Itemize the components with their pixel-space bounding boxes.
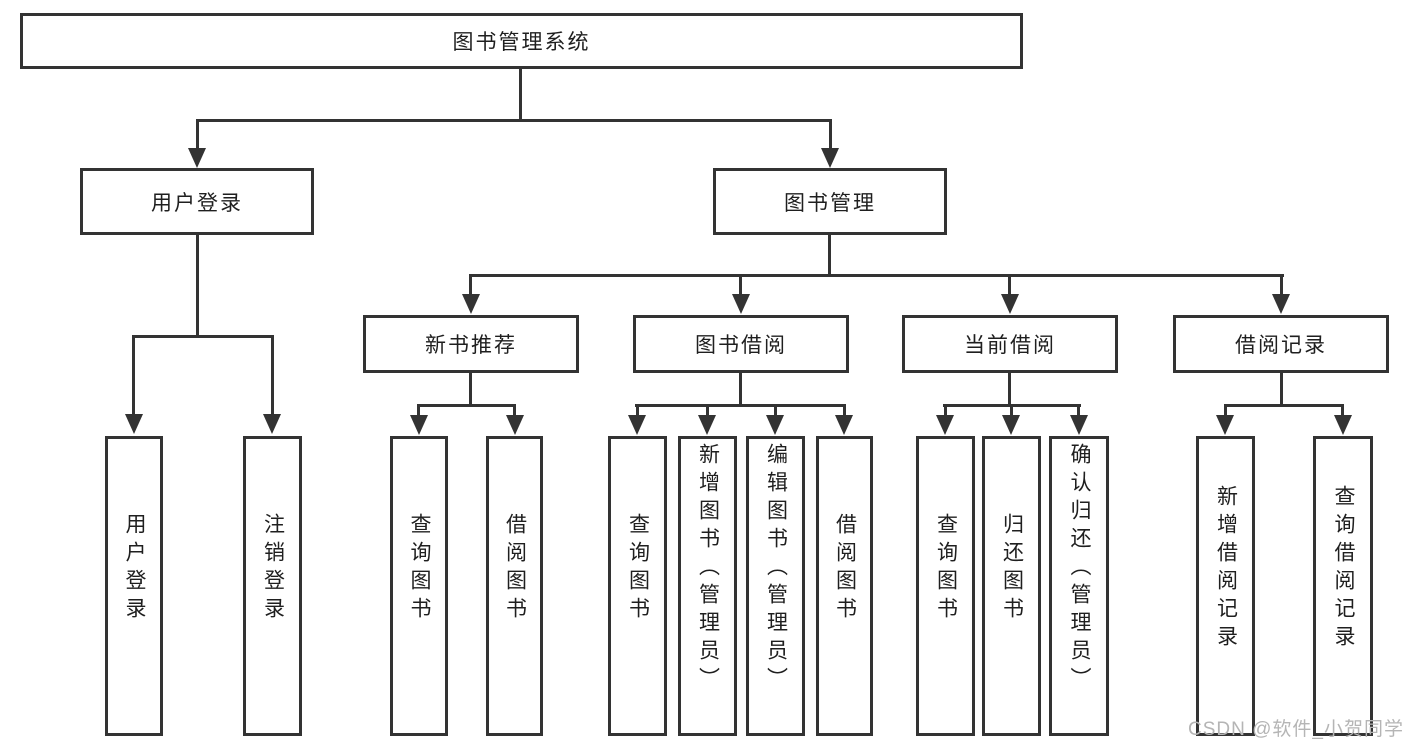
connector-line: [469, 274, 472, 296]
connector-line: [417, 404, 516, 407]
connector-line: [636, 404, 639, 417]
connector-line: [706, 404, 709, 417]
connector-line: [1280, 274, 1283, 296]
arrow-down-icon: [462, 294, 480, 314]
node-current-borrowing: 当前借阅: [902, 315, 1118, 373]
connector-line: [739, 373, 742, 406]
connector-line: [1010, 404, 1013, 417]
connector-line: [1008, 373, 1011, 406]
connector-line: [1341, 404, 1344, 417]
connector-line: [470, 274, 1284, 277]
node-book-borrowing: 图书借阅: [633, 315, 849, 373]
arrow-down-icon: [732, 294, 750, 314]
connector-line: [635, 404, 846, 407]
arrow-down-icon: [766, 415, 784, 435]
arrow-down-icon: [936, 415, 954, 435]
connector-line: [132, 335, 274, 338]
connector-line: [843, 404, 846, 417]
connector-line: [417, 404, 420, 417]
leaf-cb-query-books: 查询图书: [916, 436, 975, 736]
arrow-down-icon: [821, 148, 839, 168]
connector-line: [196, 119, 832, 122]
connector-line: [1077, 404, 1080, 417]
connector-line: [271, 335, 274, 415]
leaf-nbr-query-books: 查询图书: [390, 436, 448, 736]
leaf-cb-confirm-return-admin: 确认归还（管理员）: [1049, 436, 1109, 736]
arrow-down-icon: [698, 415, 716, 435]
node-library-system: 图书管理系统: [20, 13, 1023, 69]
leaf-bb-edit-book-admin: 编辑图书（管理员）: [746, 436, 805, 736]
arrow-down-icon: [1272, 294, 1290, 314]
connector-line: [469, 373, 472, 406]
arrow-down-icon: [410, 415, 428, 435]
arrow-down-icon: [125, 414, 143, 434]
connector-line: [828, 235, 831, 276]
arrow-down-icon: [1216, 415, 1234, 435]
arrow-down-icon: [1334, 415, 1352, 435]
arrow-down-icon: [1001, 294, 1019, 314]
connector-line: [1008, 274, 1011, 296]
leaf-br-add-borrow-record: 新增借阅记录: [1196, 436, 1255, 736]
node-book-management: 图书管理: [713, 168, 947, 235]
connector-line: [944, 404, 947, 417]
node-borrowing-records: 借阅记录: [1173, 315, 1389, 373]
connector-line: [513, 404, 516, 417]
leaf-br-query-borrow-record: 查询借阅记录: [1313, 436, 1373, 736]
watermark-text: CSDN @软件_小贺同学: [1188, 719, 1404, 740]
leaf-cb-return-books: 归还图书: [982, 436, 1041, 736]
arrow-down-icon: [506, 415, 524, 435]
node-new-book-recommendation: 新书推荐: [363, 315, 579, 373]
connector-line: [196, 119, 199, 150]
leaf-bb-query-books: 查询图书: [608, 436, 667, 736]
leaf-user-login: 用户登录: [105, 436, 163, 736]
connector-line: [774, 404, 777, 417]
connector-line: [739, 274, 742, 296]
arrow-down-icon: [1002, 415, 1020, 435]
leaf-bb-add-book-admin: 新增图书（管理员）: [678, 436, 737, 736]
leaf-nbr-borrow-books: 借阅图书: [486, 436, 543, 736]
connector-line: [519, 68, 522, 120]
connector-line: [1224, 404, 1227, 417]
leaf-bb-borrow-books: 借阅图书: [816, 436, 873, 736]
leaf-logout-login: 注销登录: [243, 436, 302, 736]
arrow-down-icon: [263, 414, 281, 434]
connector-line: [1280, 373, 1283, 406]
arrow-down-icon: [628, 415, 646, 435]
connector-line: [196, 235, 199, 337]
node-user-login: 用户登录: [80, 168, 314, 235]
arrow-down-icon: [835, 415, 853, 435]
connector-line: [1224, 404, 1344, 407]
connector-line: [829, 119, 832, 150]
arrow-down-icon: [188, 148, 206, 168]
connector-line: [132, 335, 135, 415]
arrow-down-icon: [1070, 415, 1088, 435]
